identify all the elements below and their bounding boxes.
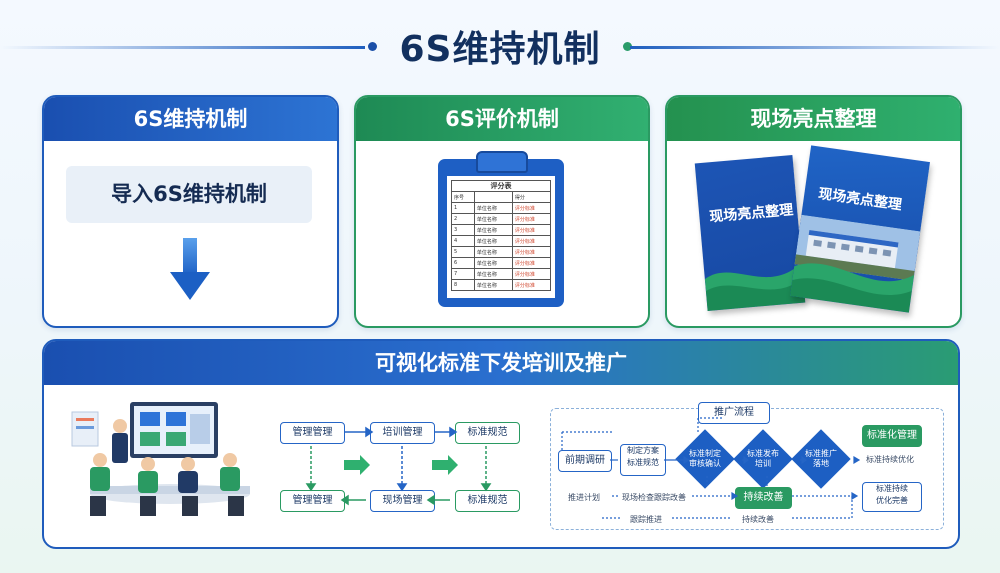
flow-decision-label: 标准制定 审核确认 [689, 449, 721, 468]
promotion-panel-title: 可视化标准下发培训及推广 [44, 341, 958, 385]
score-table-cell: 评分标准 [511, 202, 552, 214]
down-arrow-icon [170, 238, 210, 300]
title-dot-left [368, 42, 377, 51]
title-rule-right [630, 46, 1000, 49]
flow-review-node: 标准持续 优化完善 [862, 482, 922, 512]
score-table-cell: 评分标准 [511, 235, 552, 247]
flow-decision-label: 标准发布 培训 [747, 449, 779, 468]
book-wave [790, 263, 915, 313]
score-table-cell: 4 [451, 235, 475, 247]
score-table-cell: 序号 [451, 191, 475, 203]
highlights-book-front: 现场亮点整理 [694, 155, 806, 311]
score-table-cell: 6 [451, 257, 475, 269]
intro-box: 导入6S维持机制 [66, 166, 312, 223]
score-table-cell: 评分标准 [511, 268, 552, 280]
score-table-cell: 得分 [511, 191, 552, 203]
score-table-row: 序号 得分 [451, 191, 552, 203]
highlights-book-back: 现场亮点整理 [790, 145, 930, 313]
book-title: 现场亮点整理 [708, 202, 794, 226]
book-wave [704, 262, 806, 311]
score-table-cell: 5 [451, 246, 475, 258]
score-table-cell: 单位名称 [473, 246, 513, 258]
evaluation-panel-title: 6S评价机制 [356, 97, 648, 141]
mechanism-panel-title: 6S维持机制 [44, 97, 337, 141]
score-table-cell: 评分标准 [511, 257, 552, 269]
score-table-cell: 单位名称 [473, 224, 513, 236]
score-table-cell: 1 [451, 202, 475, 214]
flow-start-node: 前期调研 [558, 450, 612, 472]
cycle-node: 标准规范 [455, 422, 520, 444]
flow-note: 推进计划 [568, 493, 600, 502]
score-table-title: 评分表 [451, 180, 551, 192]
cycle-node: 标准规范 [455, 490, 520, 512]
score-table-cell: 单位名称 [473, 213, 513, 225]
score-table-cell: 评分标准 [511, 279, 552, 291]
score-table-cell: 3 [451, 224, 475, 236]
score-table-cell: 单位名称 [473, 279, 513, 291]
score-table-cell: 评分标准 [511, 213, 552, 225]
clipboard-clip [476, 151, 528, 173]
flow-improve-node: 持续改善 [735, 487, 792, 509]
page-title: 6S维持机制 [399, 29, 601, 70]
flow-note: 现场检查跟踪改善 [622, 493, 686, 502]
flow-note: 跟踪推进 [630, 515, 662, 524]
flow-doc-node: 制定方案 标准规范 [620, 444, 666, 476]
flow-note: 持续改善 [742, 515, 774, 524]
score-table-cell: 2 [451, 213, 475, 225]
flow-end-node: 标准化管理 [862, 425, 922, 447]
score-table-cell: 7 [451, 268, 475, 280]
cycle-node: 管理管理 [280, 490, 345, 512]
score-table-cell: 评分标准 [511, 224, 552, 236]
title-rule-left [0, 46, 365, 49]
score-table-cell: 单位名称 [473, 268, 513, 280]
building-photo [794, 214, 921, 281]
cycle-arrows [305, 426, 492, 506]
score-table-cell: 8 [451, 279, 475, 291]
score-table-cell: 单位名称 [473, 257, 513, 269]
score-table-cell: 评分标准 [511, 246, 552, 258]
flow-decision-label: 标准推广 落地 [805, 449, 837, 468]
cycle-node: 管理管理 [280, 422, 345, 444]
meeting-illustration [71, 402, 250, 516]
flow-arrows [561, 417, 861, 519]
flow-end-label: 标准持续优化 [866, 455, 914, 464]
score-table-cell: 单位名称 [473, 202, 513, 214]
book-title: 现场亮点整理 [817, 185, 903, 214]
score-table-cell: 单位名称 [473, 235, 513, 247]
score-table-cell [473, 191, 513, 203]
title-dot-right [623, 42, 632, 51]
highlights-panel-title: 现场亮点整理 [667, 97, 960, 141]
